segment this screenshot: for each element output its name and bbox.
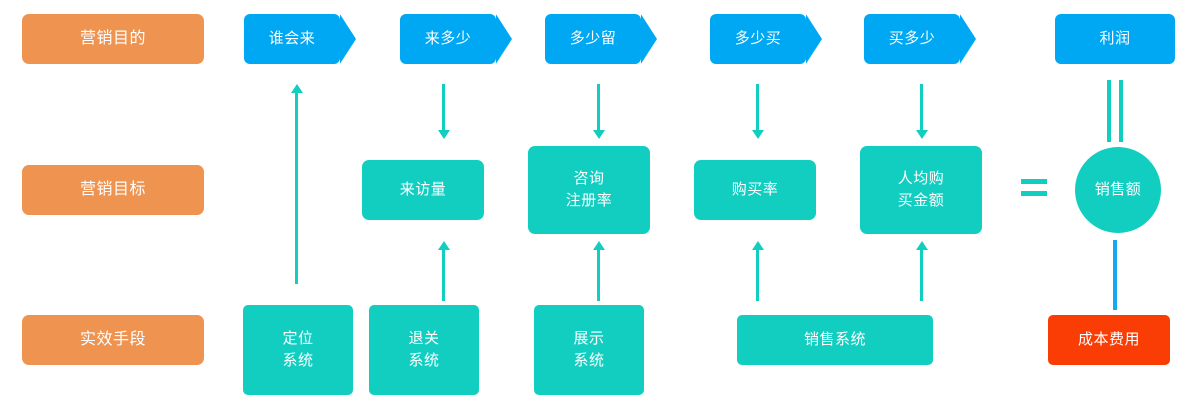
means-node-display-system[interactable]: 展示 系统 <box>534 305 644 395</box>
stage-node-buy-how-much[interactable]: 买多少 <box>864 14 960 64</box>
stage-node-how-many-come[interactable]: 来多少 <box>400 14 496 64</box>
bar-left <box>1107 80 1111 142</box>
arrowhead-up-icon <box>916 241 928 250</box>
row-label-marketing-goal: 营销目标 <box>22 165 204 215</box>
arrow-how-many-buy-to-purchase-rate <box>751 84 765 140</box>
arrow-shaft <box>597 84 600 132</box>
stage-node-how-many-buy[interactable]: 多少买 <box>710 14 806 64</box>
goal-node-consult-signup[interactable]: 咨询 注册率 <box>528 146 650 234</box>
equals-bar-bottom <box>1021 191 1047 196</box>
stage-node-label: 多少买 <box>734 30 782 48</box>
arrowhead-up-icon <box>752 241 764 250</box>
arrow-shaft <box>597 249 600 301</box>
stage-node-who-comes[interactable]: 谁会来 <box>244 14 340 64</box>
means-node-sales-system[interactable]: 销售系统 <box>737 315 933 365</box>
arrow-retreat-to-visits <box>437 241 451 301</box>
stage-node-label: 多少留 <box>569 30 617 48</box>
goal-node-label: 来访量 <box>399 181 447 199</box>
arrow-shaft <box>295 92 298 284</box>
stage-node-label: 来多少 <box>424 30 472 48</box>
stage-node-label: 利润 <box>1099 30 1131 48</box>
row-label-text: 实效手段 <box>79 331 146 349</box>
row-label-effective-means: 实效手段 <box>22 315 204 365</box>
arrowhead-up-icon <box>438 241 450 250</box>
means-node-label: 成本费用 <box>1077 331 1140 349</box>
arrowhead-down-icon <box>593 130 605 139</box>
arrow-shaft <box>756 84 759 132</box>
arrow-how-many-stay-to-consult <box>592 84 606 140</box>
arrow-sales-system-to-avg-spend <box>915 241 929 301</box>
connector-line <box>1113 240 1117 310</box>
equals-sign <box>1021 179 1047 196</box>
row-label-text: 营销目标 <box>79 181 146 199</box>
arrow-shaft <box>920 249 923 301</box>
chevron-arrow-icon <box>496 14 526 64</box>
goal-node-label: 咨询 注册率 <box>565 170 613 209</box>
chevron-arrow-icon <box>960 14 990 64</box>
goal-node-label: 人均购 买金额 <box>897 170 945 209</box>
bar-right <box>1119 80 1123 142</box>
goal-node-avg-spend[interactable]: 人均购 买金额 <box>860 146 982 234</box>
arrow-how-many-come-to-visits <box>437 84 451 140</box>
arrow-shaft <box>442 84 445 132</box>
means-node-cost-expense[interactable]: 成本费用 <box>1048 315 1170 365</box>
arrowhead-down-icon <box>752 130 764 139</box>
means-node-positioning-system[interactable]: 定位 系统 <box>243 305 353 395</box>
goal-node-label: 购买率 <box>731 181 779 199</box>
arrowhead-up-icon <box>593 241 605 250</box>
means-node-label: 展示 系统 <box>573 330 605 369</box>
chevron-arrow-icon <box>641 14 671 64</box>
arrow-shaft <box>920 84 923 132</box>
means-node-label: 退关 系统 <box>408 330 440 369</box>
arrow-sales-system-to-purchase-rate <box>751 241 765 301</box>
goal-node-purchase-rate[interactable]: 购买率 <box>694 160 816 220</box>
means-node-label: 定位 系统 <box>282 330 314 369</box>
goal-node-label: 销售额 <box>1094 181 1142 199</box>
stage-node-how-many-stay[interactable]: 多少留 <box>545 14 641 64</box>
line-sales-to-cost <box>1113 240 1119 310</box>
chevron-arrow-icon <box>340 14 370 64</box>
means-node-retreat-system[interactable]: 退关 系统 <box>369 305 479 395</box>
parallel-bars-profit-equals-sales <box>1107 80 1123 142</box>
stage-node-label: 买多少 <box>888 30 936 48</box>
means-node-label: 销售系统 <box>803 331 866 349</box>
equals-bar-top <box>1021 179 1047 184</box>
arrowhead-down-icon <box>916 130 928 139</box>
stage-node-profit[interactable]: 利润 <box>1055 14 1175 64</box>
row-label-text: 营销目的 <box>79 30 146 48</box>
arrowhead-down-icon <box>438 130 450 139</box>
arrow-shaft <box>442 249 445 301</box>
arrow-shaft <box>756 249 759 301</box>
arrow-positioning-to-who-comes <box>290 84 304 284</box>
goal-node-sales-amount[interactable]: 销售额 <box>1075 147 1161 233</box>
arrow-display-to-consult <box>592 241 606 301</box>
stage-node-label: 谁会来 <box>268 30 316 48</box>
arrowhead-up-icon <box>291 84 303 93</box>
chevron-arrow-icon <box>806 14 836 64</box>
row-label-marketing-purpose: 营销目的 <box>22 14 204 64</box>
goal-node-visits[interactable]: 来访量 <box>362 160 484 220</box>
arrow-buy-how-much-to-avg-spend <box>915 84 929 140</box>
